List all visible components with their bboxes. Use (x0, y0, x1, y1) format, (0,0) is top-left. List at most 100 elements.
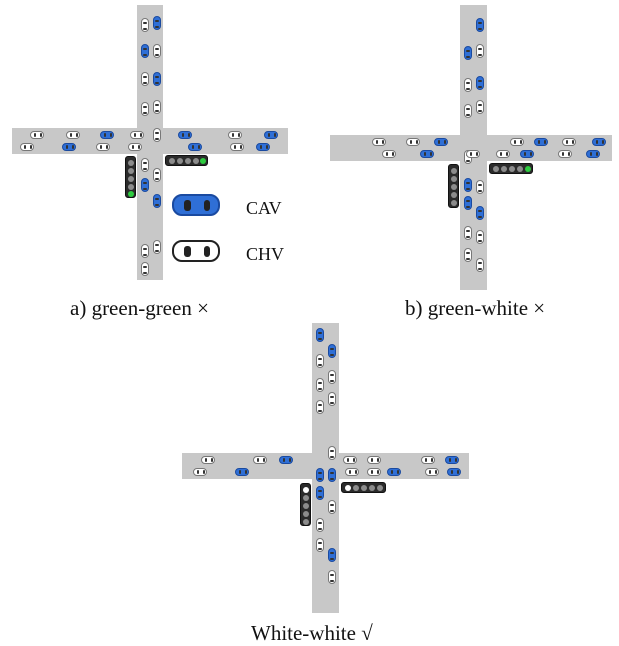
green-light (128, 191, 134, 197)
chv-vehicle (496, 150, 510, 158)
chv-vehicle (66, 131, 80, 139)
cav-vehicle (434, 138, 448, 146)
cav-vehicle (141, 178, 149, 192)
traffic-signal-horizontal-a (165, 155, 208, 166)
chv-vehicle (253, 456, 267, 464)
chv-vehicle (464, 104, 472, 118)
cav-vehicle (153, 16, 161, 30)
green-light (200, 158, 206, 164)
chv-vehicle (328, 392, 336, 406)
chv-vehicle (367, 468, 381, 476)
chv-vehicle (372, 138, 386, 146)
traffic-signal-horizontal-c (341, 482, 386, 493)
chv-vehicle (476, 180, 484, 194)
chv-vehicle (476, 230, 484, 244)
cav-vehicle (316, 468, 324, 482)
cav-vehicle (464, 196, 472, 210)
chv-vehicle (193, 468, 207, 476)
chv-vehicle (466, 150, 480, 158)
traffic-signal-horizontal-b (489, 163, 533, 174)
chv-vehicle (153, 168, 161, 182)
cav-vehicle (447, 468, 461, 476)
chv-vehicle (328, 500, 336, 514)
chv-vehicle (153, 100, 161, 114)
chv-vehicle (510, 138, 524, 146)
chv-vehicle (141, 18, 149, 32)
legend-cav-label: CAV (246, 198, 282, 218)
chv-vehicle (141, 244, 149, 258)
chv-vehicle (153, 44, 161, 58)
chv-vehicle (345, 468, 359, 476)
cav-vehicle (476, 206, 484, 220)
cav-vehicle (464, 46, 472, 60)
chv-vehicle (562, 138, 576, 146)
chv-vehicle (328, 446, 336, 460)
chv-vehicle (20, 143, 34, 151)
traffic-signal-vertical-c (300, 483, 311, 526)
cav-vehicle (328, 468, 336, 482)
chv-vehicle (328, 370, 336, 384)
chv-vehicle (130, 131, 144, 139)
cav-vehicle (100, 131, 114, 139)
legend-chv-car-icon (172, 240, 220, 262)
chv-vehicle (476, 258, 484, 272)
cav-vehicle (316, 328, 324, 342)
cav-vehicle (256, 143, 270, 151)
cav-vehicle (264, 131, 278, 139)
cav-vehicle (316, 486, 324, 500)
legend-cav-car-icon (172, 194, 220, 216)
caption-c: White-white √ (251, 621, 373, 645)
cav-vehicle (464, 178, 472, 192)
chv-vehicle (382, 150, 396, 158)
legend-chv-label: CHV (246, 244, 285, 264)
chv-vehicle (558, 150, 572, 158)
cav-vehicle (445, 456, 459, 464)
cav-vehicle (141, 44, 149, 58)
chv-vehicle (230, 143, 244, 151)
caption-a: a) green-green × (70, 296, 209, 320)
cav-vehicle (586, 150, 600, 158)
chv-vehicle (128, 143, 142, 151)
chv-vehicle (141, 158, 149, 172)
chv-vehicle (141, 72, 149, 86)
horizontal-road-a (12, 128, 288, 154)
chv-vehicle (464, 226, 472, 240)
cav-vehicle (178, 131, 192, 139)
cav-vehicle (328, 548, 336, 562)
chv-vehicle (316, 400, 324, 414)
cav-vehicle (420, 150, 434, 158)
chv-vehicle (228, 131, 242, 139)
chv-vehicle (343, 456, 357, 464)
cav-vehicle (534, 138, 548, 146)
chv-vehicle (96, 143, 110, 151)
chv-vehicle (141, 262, 149, 276)
traffic-signal-vertical-a (125, 156, 136, 198)
chv-vehicle (367, 456, 381, 464)
cav-vehicle (235, 468, 249, 476)
cav-vehicle (476, 76, 484, 90)
cav-vehicle (387, 468, 401, 476)
cav-vehicle (62, 143, 76, 151)
chv-vehicle (153, 240, 161, 254)
chv-vehicle (464, 248, 472, 262)
chv-vehicle (141, 102, 149, 116)
green-light (525, 166, 531, 172)
cav-vehicle (188, 143, 202, 151)
chv-vehicle (421, 456, 435, 464)
cav-vehicle (328, 344, 336, 358)
cav-vehicle (279, 456, 293, 464)
chv-vehicle (406, 138, 420, 146)
chv-vehicle (201, 456, 215, 464)
chv-vehicle (316, 354, 324, 368)
traffic-signal-vertical-b (448, 164, 459, 208)
chv-vehicle (316, 378, 324, 392)
cav-vehicle (153, 72, 161, 86)
cav-vehicle (520, 150, 534, 158)
cav-vehicle (592, 138, 606, 146)
panel-c-white-white: White-white √ (175, 318, 475, 645)
chv-vehicle (476, 44, 484, 58)
chv-vehicle (464, 78, 472, 92)
caption-b: b) green-white × (405, 296, 546, 320)
cav-vehicle (153, 194, 161, 208)
white-light (303, 487, 309, 493)
